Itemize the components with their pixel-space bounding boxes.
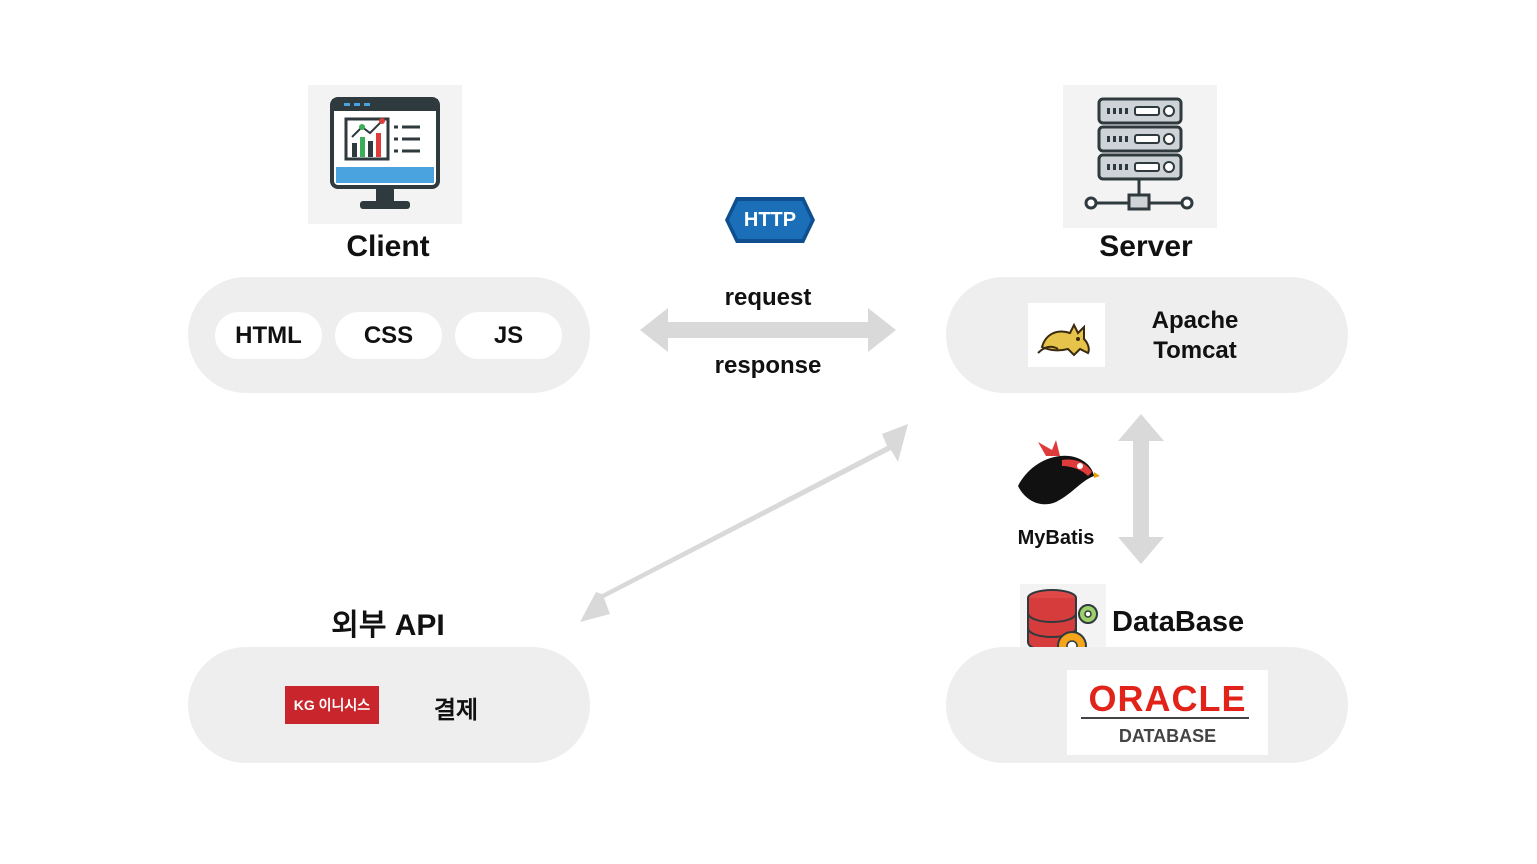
oracle-logo-rule [1081, 717, 1249, 719]
tomcat-label-line1: Apache [1151, 307, 1239, 334]
server-database-arrow [1116, 413, 1166, 565]
mybatis-label: MyBatis [1017, 527, 1095, 549]
oracle-logo-text: ORACLE [1088, 678, 1247, 719]
request-response-arrow [638, 306, 898, 354]
payment-label: 결제 [433, 697, 479, 724]
tech-pill-css: CSS [335, 312, 442, 359]
external-api-panel [188, 647, 590, 763]
tomcat-label-line2: Tomcat [1153, 337, 1237, 364]
external-api-title: 외부 API [331, 609, 445, 642]
tech-pill-js: JS [455, 312, 562, 359]
server-icon-box [1063, 85, 1217, 228]
oracle-logo: ORACLE DATABASE [1067, 670, 1268, 755]
http-badge-icon: HTTP [724, 195, 816, 245]
monitor-chart-icon [330, 97, 440, 209]
client-icon-box [308, 85, 462, 224]
client-title: Client [346, 230, 430, 263]
server-panel [946, 277, 1348, 393]
response-label: response [714, 352, 822, 379]
kg-inicis-logo: KG 이니시스 [285, 686, 379, 724]
mybatis-bird-icon [1012, 436, 1100, 510]
tomcat-logo-icon [1028, 303, 1105, 367]
request-label: request [724, 284, 812, 311]
server-rack-icon [1084, 97, 1194, 211]
server-title: Server [1099, 230, 1193, 263]
server-api-arrow [578, 420, 912, 626]
oracle-logo-subtext: DATABASE [1118, 726, 1217, 746]
http-badge-label: HTTP [743, 209, 797, 231]
database-title: DataBase [1112, 606, 1245, 638]
tech-pill-html: HTML [215, 312, 322, 359]
kg-inicis-logo-text: KG 이니시스 [293, 697, 371, 713]
